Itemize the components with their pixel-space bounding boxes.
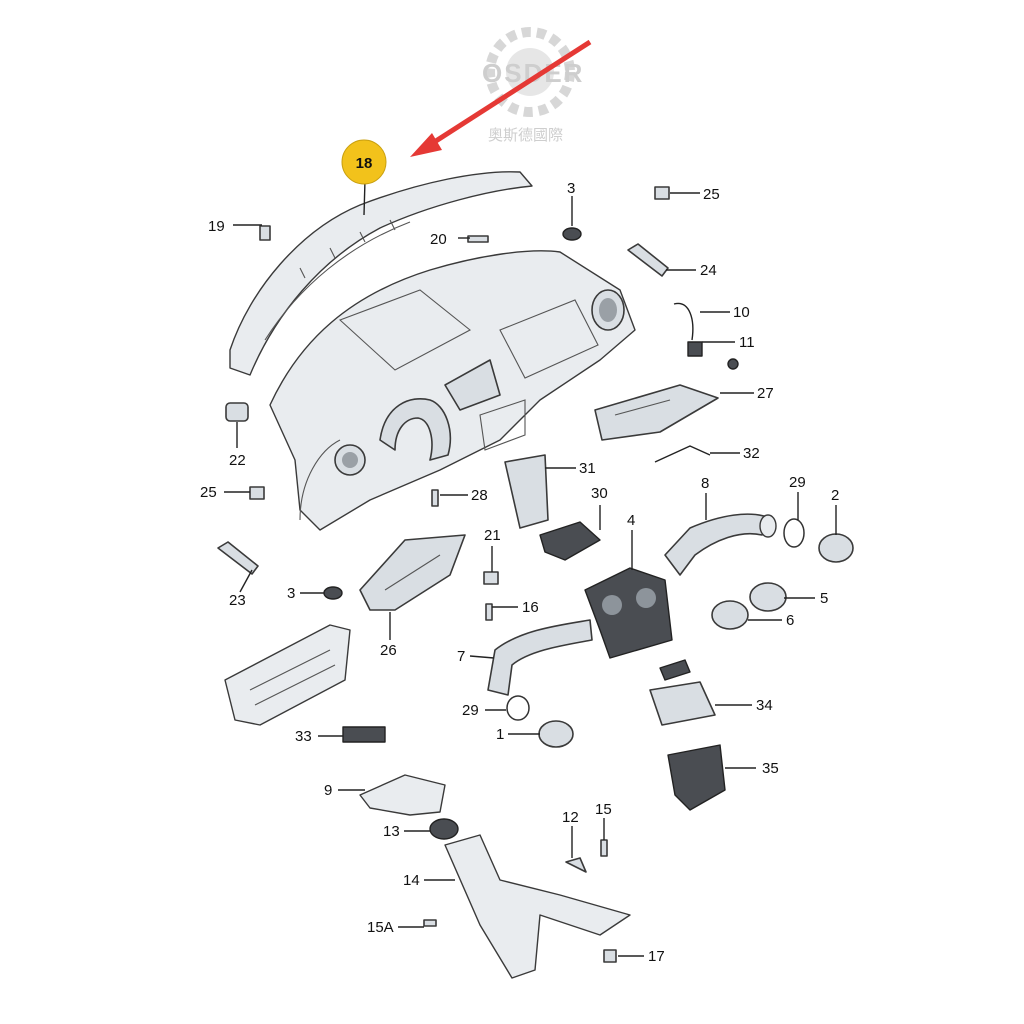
callout-29-lower[interactable]: 29	[462, 702, 479, 719]
grommet-part-22	[225, 402, 249, 422]
bracket-part-27	[594, 384, 719, 441]
screw-part-15a	[423, 919, 437, 927]
ring-part-13	[429, 818, 459, 840]
callout-28[interactable]: 28	[471, 487, 488, 504]
nut-part-17	[603, 949, 617, 963]
bracket-part-33-frame	[224, 624, 351, 726]
trim-part-33	[342, 726, 386, 743]
duct-part-14	[444, 834, 631, 979]
callout-35[interactable]: 35	[762, 760, 779, 777]
watermark-logo: OSDER 奧斯德國際	[482, 27, 584, 144]
callout-18: 18	[356, 155, 373, 172]
clip-part-25-top	[654, 186, 670, 200]
callout-16[interactable]: 16	[522, 599, 539, 616]
screw-part-15	[600, 839, 608, 857]
callout-13[interactable]: 13	[383, 823, 400, 840]
callout-4[interactable]: 4	[627, 512, 635, 529]
callout-7[interactable]: 7	[457, 648, 465, 665]
callout-33[interactable]: 33	[295, 728, 312, 745]
duct-part-31	[504, 454, 549, 529]
watermark-subtitle: 奧斯德國際	[488, 126, 563, 144]
callout-30[interactable]: 30	[591, 485, 608, 502]
callout-labels: 19 20 3 25 24 10 11 27 22 32 31 25 28 30…	[200, 180, 839, 965]
callout-22[interactable]: 22	[229, 452, 246, 469]
display-part-34	[649, 659, 716, 726]
callout-32[interactable]: 32	[743, 445, 760, 462]
callout-25[interactable]: 25	[703, 186, 720, 203]
screw-part-28	[431, 489, 439, 507]
part-18-highlight-badge[interactable]: 18	[341, 139, 387, 216]
clip-part-25-left	[249, 486, 265, 500]
callout-21[interactable]: 21	[484, 527, 501, 544]
seal-part-29-lower	[506, 695, 530, 721]
storage-box-part-35	[667, 744, 726, 811]
callout-12[interactable]: 12	[562, 809, 579, 826]
handle-part-23	[217, 541, 259, 575]
vent-part-6	[711, 600, 749, 630]
callout-27[interactable]: 27	[757, 385, 774, 402]
plug-part-3-top	[562, 227, 582, 241]
duct-part-7	[487, 619, 593, 696]
dash-top-trim-part-18	[229, 171, 533, 376]
clip-part-21	[483, 571, 499, 585]
callout-2[interactable]: 2	[831, 487, 839, 504]
callout-11[interactable]: 11	[739, 334, 755, 351]
vent-part-5	[749, 582, 787, 612]
hose-part-8	[664, 513, 777, 576]
callout-25-left[interactable]: 25	[200, 484, 217, 501]
seal-part-29-right	[783, 518, 805, 548]
screw-part-20	[467, 235, 489, 243]
clip-part-19	[259, 225, 271, 241]
callout-34[interactable]: 34	[756, 697, 773, 714]
callout-23[interactable]: 23	[229, 592, 246, 609]
callout-31[interactable]: 31	[579, 460, 596, 477]
callout-5[interactable]: 5	[820, 590, 828, 607]
callout-3[interactable]: 3	[567, 180, 575, 197]
connector-part-11	[687, 341, 739, 370]
watermark-brand: OSDER	[482, 58, 584, 88]
vent-part-1	[538, 720, 574, 748]
callout-1[interactable]: 1	[496, 726, 504, 743]
callout-19[interactable]: 19	[208, 218, 225, 235]
plug-part-3-left	[323, 586, 343, 600]
red-arrow-icon	[410, 39, 592, 157]
callout-26[interactable]: 26	[380, 642, 397, 659]
vent-part-30	[539, 521, 601, 561]
callout-8[interactable]: 8	[701, 475, 709, 492]
duct-part-9	[359, 774, 446, 816]
callout-6[interactable]: 6	[786, 612, 794, 629]
callout-24[interactable]: 24	[700, 262, 717, 279]
callout-leaders	[224, 192, 837, 957]
screw-part-16	[485, 603, 493, 621]
callout-15a[interactable]: 15A	[367, 919, 394, 936]
vent-part-2	[818, 533, 854, 563]
callout-14[interactable]: 14	[403, 872, 420, 889]
callout-15[interactable]: 15	[595, 801, 612, 818]
center-console-part-4	[584, 567, 673, 659]
callout-20[interactable]: 20	[430, 231, 447, 248]
dashboard-body	[269, 250, 636, 531]
callout-29[interactable]: 29	[789, 474, 806, 491]
callout-17[interactable]: 17	[648, 948, 665, 965]
clip-part-12	[565, 857, 587, 873]
rod-part-32	[654, 445, 711, 463]
callout-10[interactable]: 10	[733, 304, 750, 321]
callout-3-left[interactable]: 3	[287, 585, 295, 602]
cable-part-10	[673, 302, 694, 341]
callout-9[interactable]: 9	[324, 782, 332, 799]
tray-part-26	[359, 534, 466, 611]
handle-part-24	[627, 243, 669, 277]
